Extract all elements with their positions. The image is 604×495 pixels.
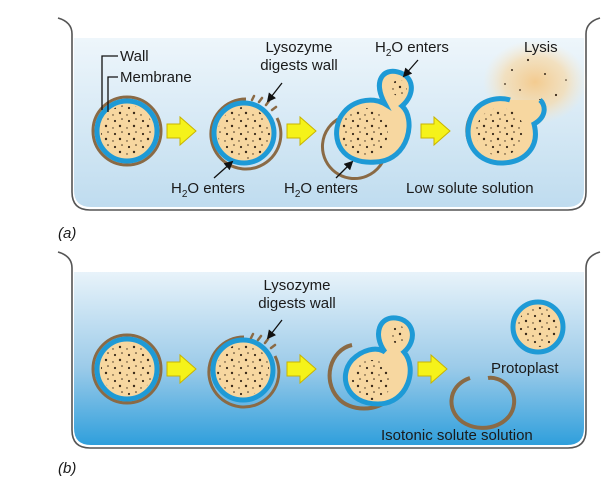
step-arrow-b2	[286, 353, 317, 385]
lysozyme-label-a-line1: Lysozyme	[266, 39, 333, 56]
panel-a-leaders	[101, 55, 419, 179]
water-enters-top-label: H2O enters	[375, 39, 449, 59]
cell-a2-wall-digested	[209, 94, 283, 171]
water-enters-label-2: H2O enters	[284, 180, 358, 200]
isotonic-solution-label: Isotonic solute solution	[381, 427, 533, 444]
step-arrow-b3	[417, 353, 448, 385]
lysozyme-label-a-line2: digests wall	[260, 57, 338, 74]
cell-b2-wall-digested	[207, 332, 281, 409]
cell-a1-intact	[91, 95, 163, 167]
panel-b-tag: (b)	[58, 460, 76, 477]
empty-cell-wall	[449, 375, 517, 430]
cell-b3-emerging	[327, 315, 415, 411]
protoplast	[510, 299, 566, 355]
step-arrow-a1	[166, 115, 197, 147]
beaker-b-water	[74, 272, 584, 445]
lysozyme-label-b-line2: digests wall	[258, 295, 336, 312]
step-arrow-a3	[420, 115, 451, 147]
step-arrow-b1	[166, 353, 197, 385]
wall-label: Wall	[120, 48, 149, 65]
panel-a-tag: (a)	[58, 225, 76, 242]
low-solute-solution-label: Low solute solution	[406, 180, 534, 197]
step-arrow-a2	[286, 115, 317, 147]
panel-a: Wall Membrane Lysozyme digests wall H2O …	[57, 17, 601, 242]
lysis-label: Lysis	[524, 39, 558, 56]
beaker-a-outline	[57, 17, 601, 211]
protoplast-label: Protoplast	[491, 360, 559, 377]
panel-b-leaders	[266, 319, 283, 340]
cell-a4-lysed	[465, 96, 547, 166]
panel-b: Lysozyme digests wall Protoplast Isotoni…	[57, 251, 601, 477]
cell-b1-intact	[91, 333, 163, 405]
beaker-b-outline	[57, 251, 601, 449]
lysozyme-label-b-line1: Lysozyme	[264, 277, 331, 294]
membrane-label: Membrane	[120, 69, 192, 86]
beaker-a-water	[74, 38, 584, 207]
water-enters-label-1: H2O enters	[171, 180, 245, 200]
cell-a3-bulging	[321, 68, 414, 180]
